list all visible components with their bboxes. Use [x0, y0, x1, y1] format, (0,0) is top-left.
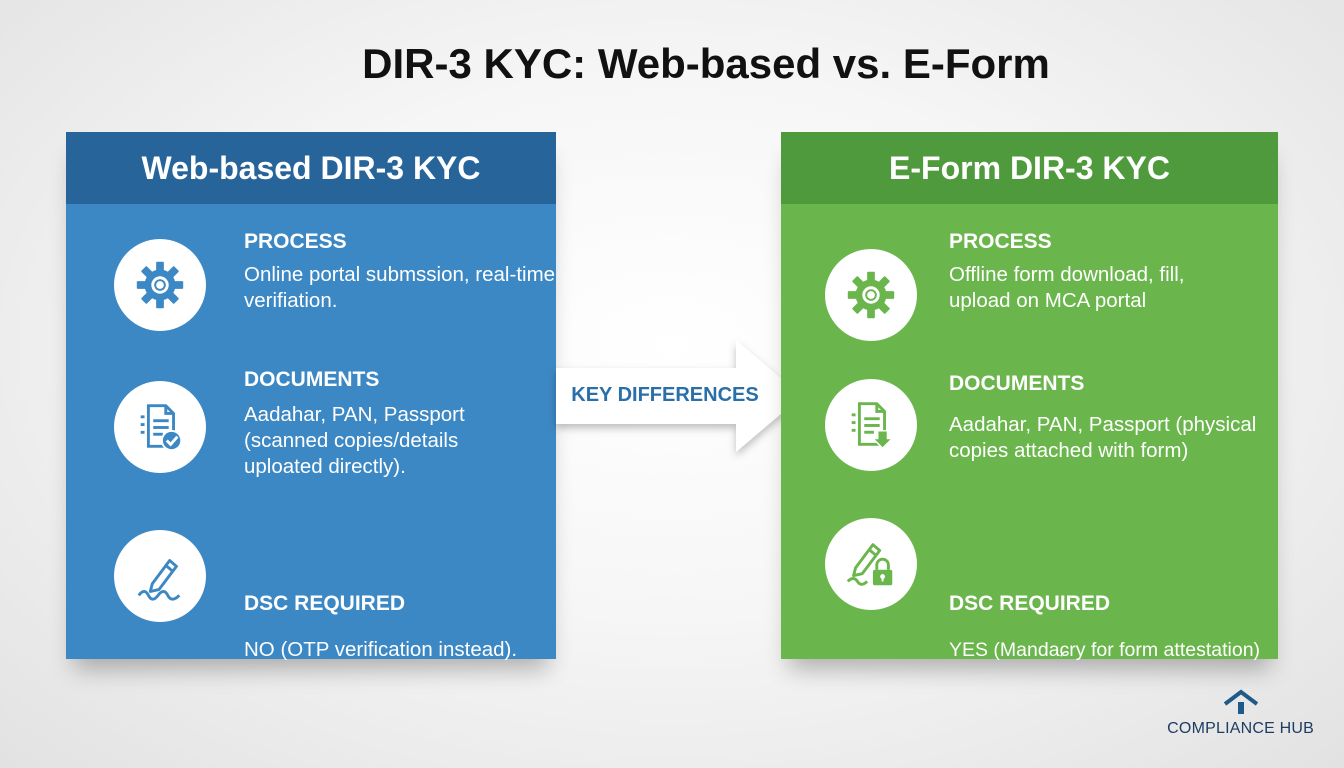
web-based-panel-body: PROCESS Online portal submssion, real-ti… — [66, 204, 556, 661]
key-differences-label: KEY DIFFERENCES — [571, 384, 759, 406]
document-download-icon — [825, 379, 917, 471]
documents-text: Aadahar, PAN, Passport (scanned copies/d… — [244, 403, 465, 478]
web-based-panel: Web-based DIR-3 KYC PROC — [66, 132, 556, 661]
brand-logo: COMPLIANCE HUB — [1167, 688, 1314, 738]
documents-heading: DOCUMENTS — [949, 372, 1085, 395]
documents-text: Aadahar, PAN, Passport (physical copies … — [949, 413, 1257, 462]
document-check-icon — [114, 381, 206, 473]
pen-lock-icon — [825, 518, 917, 610]
process-text: Offline form download, fill, upload on M… — [949, 263, 1185, 312]
page-title: DIR-3 KYC: Web-based vs. E-Form — [362, 40, 1050, 87]
pen-signature-icon — [114, 530, 206, 622]
e-form-panel-title: E-Form DIR-3 KYC — [781, 132, 1278, 204]
brand-name: COMPLIANCE HUB — [1167, 720, 1314, 737]
gear-icon — [114, 239, 206, 331]
gear-icon — [825, 249, 917, 341]
process-text: Online portal submssion, real-time verif… — [244, 263, 556, 312]
dsc-text: YES (Mandaɕry for form attestation) — [949, 639, 1261, 661]
documents-heading: DOCUMENTS — [244, 368, 380, 391]
e-form-panel-body: PROCESS Offline form download, fill, upl… — [781, 204, 1278, 661]
house-icon — [1223, 689, 1258, 714]
process-heading: PROCESS — [244, 230, 347, 253]
e-form-panel: E-Form DIR-3 KYC PROCESS — [781, 132, 1278, 661]
dsc-heading: DSC REQUIRED — [949, 592, 1111, 615]
key-differences-arrow — [556, 340, 802, 452]
dsc-heading: DSC REQUIRED — [244, 592, 406, 615]
dsc-text: NO (OTP verification instead). — [244, 638, 518, 661]
process-heading: PROCESS — [949, 230, 1052, 253]
web-based-panel-title: Web-based DIR-3 KYC — [66, 132, 556, 204]
